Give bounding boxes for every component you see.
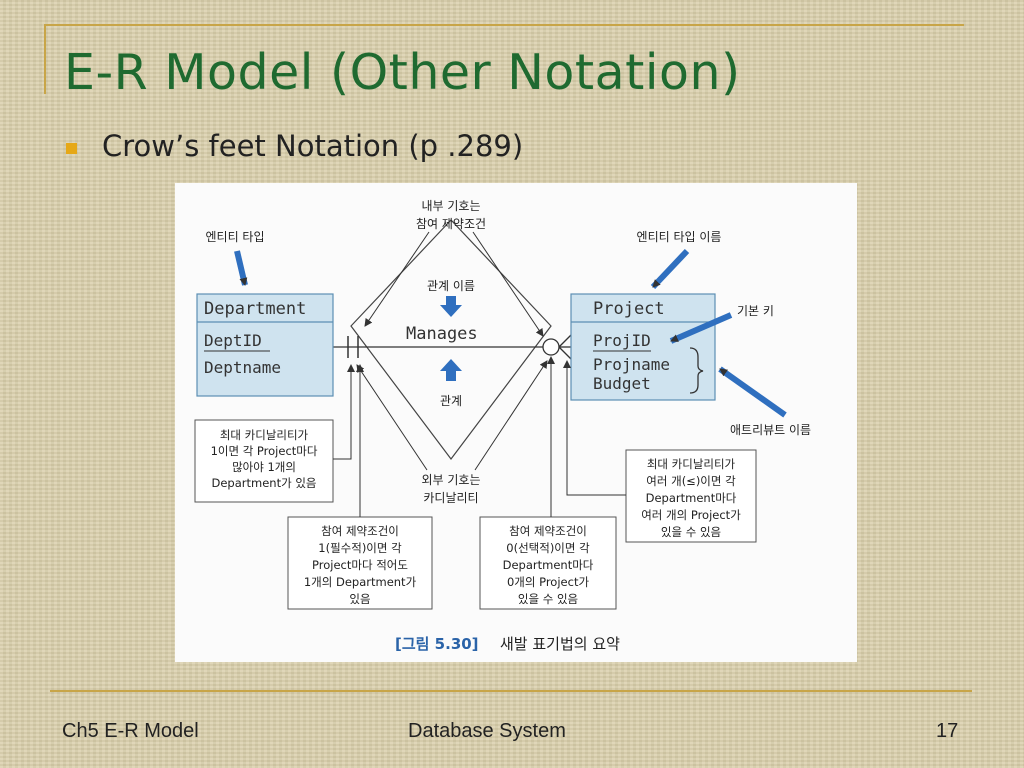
arrow-entity-type-name: [650, 248, 690, 290]
note-part-0-line4: 0개의 Project가: [507, 575, 589, 589]
entity-department-name: Department: [204, 299, 306, 319]
entity-project: Project ProjID Projname Budget: [570, 293, 716, 401]
label-outer-symbol-line2: 카디날리티: [423, 491, 478, 505]
note-max-card-n-line1: 최대 카디날리티가: [647, 457, 736, 471]
bottom-rule: [50, 690, 972, 692]
entity-project-attr-budget: Budget: [593, 374, 651, 393]
note-max-card-1-line1: 최대 카디날리티가: [220, 428, 309, 442]
pointer-inner-right: [472, 231, 544, 337]
label-relationship-name: 관계 이름: [427, 279, 475, 293]
note-max-card-n-line3: Department마다: [646, 491, 737, 505]
pointer-inner-left: [364, 231, 430, 327]
crows-foot-lower: [558, 346, 572, 360]
connector-max-card-n: [563, 360, 626, 496]
relationship-name: Manages: [406, 324, 478, 344]
note-part-1-line5: 있음: [349, 592, 370, 606]
top-rule: [44, 24, 964, 26]
arrow-up-relationship: [440, 359, 462, 381]
zero-circle-symbol: [542, 338, 560, 356]
label-attribute-name: 애트리뷰트 이름: [730, 423, 811, 437]
note-part-0-line1: 참여 제약조건이: [509, 524, 587, 538]
note-part-0-line5: 있을 수 있음: [518, 592, 578, 606]
caption-text: 새발 표기법의 요약: [500, 635, 620, 653]
label-outer-symbol-line1: 외부 기호는: [421, 473, 480, 487]
note-participation-zero: [479, 516, 617, 610]
entity-department-attr: Deptname: [204, 358, 281, 377]
note-max-card-1-line2: 1이면 각 Project마다: [211, 444, 318, 458]
entity-project-key: ProjID: [593, 331, 651, 350]
note-part-1-line3: Project마다 적어도: [312, 558, 408, 572]
note-max-card-n-line5: 있을 수 있음: [661, 525, 721, 539]
note-part-0-line2: 0(선택적)이면 각: [506, 541, 590, 555]
footer-chapter: Ch5 E-R Model: [62, 720, 199, 742]
note-part-1-line1: 참여 제약조건이: [321, 524, 399, 538]
caption-number: [그림 5.30]: [395, 635, 479, 653]
note-part-0-line3: Department마다: [503, 558, 594, 572]
label-inner-symbol-line2: 참여 제약조건: [416, 216, 486, 231]
attribute-brace: [689, 347, 704, 394]
arrow-down-relationship-name: [440, 296, 462, 317]
note-part-1-line4: 1개의 Department가: [304, 575, 417, 589]
pointer-outer-left: [356, 364, 428, 471]
arrow-primary-key: [669, 312, 733, 344]
footer-course: Database System: [408, 720, 566, 742]
title-left-rule: [44, 24, 46, 94]
entity-department: Department DeptID Deptname: [196, 293, 334, 397]
bullet-text: Crow’s feet Notation (p .289): [102, 129, 524, 163]
connector-max-card-1: [333, 364, 355, 460]
note-max-cardinality-one: [194, 419, 334, 503]
label-entity-type: 엔티티 타입: [205, 230, 264, 244]
pointer-outer-right: [474, 360, 548, 471]
note-part-1-line2: 1(필수적)이면 각: [318, 541, 402, 555]
note-max-card-1-line4: Department가 있음: [212, 476, 317, 490]
note-max-card-n-line2: 여러 개(≤)이면 각: [646, 474, 736, 488]
entity-project-attr-projname: Projname: [593, 355, 670, 374]
label-primary-key: 기본 키: [737, 304, 774, 318]
note-max-cardinality-many: [625, 449, 757, 543]
footer-page-number: 17: [936, 720, 959, 742]
relationship-diamond: [350, 219, 552, 460]
er-diagram-figure: Department DeptID Deptname Project ProjI…: [175, 183, 857, 662]
note-max-card-1-line3: 많아야 1개의: [232, 460, 296, 474]
label-inner-symbol-line1: 내부 기호는: [421, 199, 480, 213]
entity-project-name: Project: [593, 299, 665, 319]
arrow-entity-type: [234, 250, 248, 286]
er-diagram-svg: Department DeptID Deptname Project ProjI…: [194, 199, 811, 653]
arrow-attribute-name: [718, 366, 787, 418]
note-max-card-n-line4: 여러 개의 Project가: [641, 508, 741, 522]
label-entity-type-name: 엔티티 타입 이름: [637, 230, 722, 244]
bullet-square-icon: [66, 143, 77, 154]
slide-title: E-R Model (Other Notation): [64, 44, 741, 101]
entity-department-key: DeptID: [204, 331, 262, 350]
label-relationship: 관계: [440, 394, 462, 408]
crows-foot-upper: [558, 334, 572, 348]
